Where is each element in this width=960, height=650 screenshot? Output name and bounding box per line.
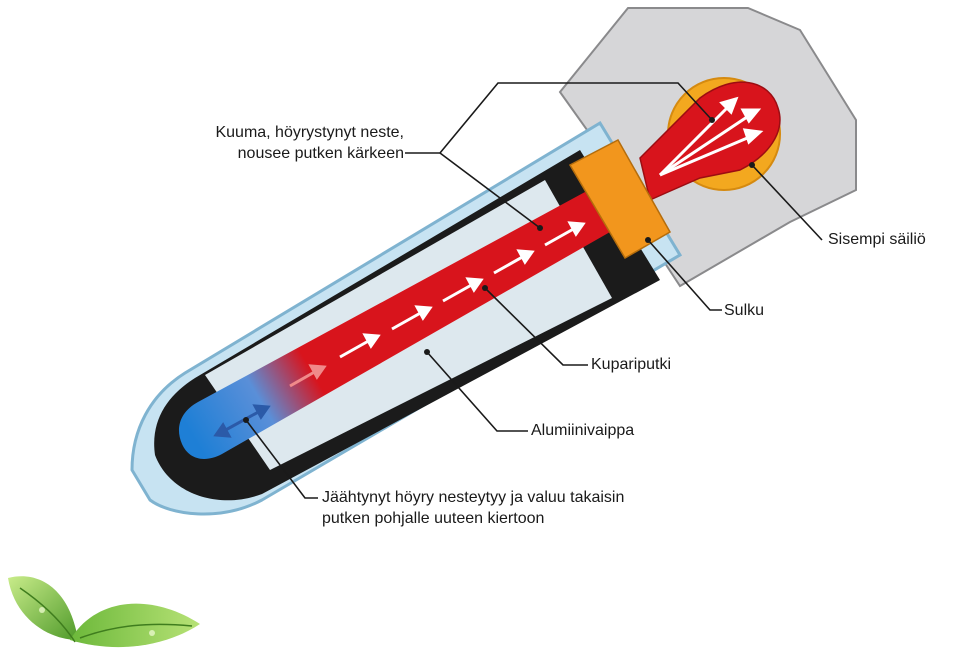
leader-hot-pipe <box>439 152 541 229</box>
label-cooled-line2: putken pohjalle uuteen kiertoon <box>322 510 545 527</box>
leader-dot-hot <box>537 225 543 231</box>
label-copper-pipe: Kupariputki <box>591 356 672 373</box>
label-inner-tank: Sisempi säiliö <box>828 231 926 248</box>
label-cooled-line1: Jäähtynyt höyry nesteytyy ja valuu takai… <box>322 489 625 506</box>
arrow-cool-2 <box>213 404 271 438</box>
leader-dot-cooled <box>243 417 249 423</box>
leader-alu <box>426 351 528 432</box>
arrow-up-5 <box>544 221 586 247</box>
arrow-tip-1 <box>659 108 762 177</box>
label-hot-vapor-line1: Kuuma, höyrystynyt neste, <box>215 124 404 141</box>
label-aluminium-jacket: Alumiinivaippa <box>531 422 635 439</box>
seal <box>568 139 672 260</box>
leader-inner-tank <box>751 164 823 241</box>
arrow-cool-1 <box>289 364 327 388</box>
flow-arrows-cool <box>213 364 327 438</box>
arrow-up-3 <box>442 277 484 303</box>
leader-lines <box>245 82 823 499</box>
leader-dot-inner <box>749 162 755 168</box>
arrow-up-2 <box>391 305 433 331</box>
leader-cooled <box>245 419 318 499</box>
arrow-up-4 <box>493 249 535 275</box>
label-cooled-vapor: Jäähtynyt höyry nesteytyy ja valuu takai… <box>322 487 624 529</box>
copper-pipe <box>178 192 611 459</box>
leader-copper <box>484 287 588 366</box>
leader-dot-copper <box>482 285 488 291</box>
leader-dot-seal <box>645 237 651 243</box>
arrow-tip-2 <box>658 96 739 177</box>
label-hot-vapor: Kuuma, höyrystynyt neste, nousee putken … <box>214 122 404 164</box>
leader-dot-tip <box>709 117 715 123</box>
leader-hot <box>405 82 713 154</box>
label-seal: Sulku <box>724 302 765 319</box>
arrow-up-1 <box>339 333 381 359</box>
leader-seal <box>647 239 722 311</box>
flow-arrows <box>339 96 764 359</box>
label-hot-vapor-line2: nousee putken kärkeen <box>237 145 404 162</box>
leader-dot-alu <box>424 349 430 355</box>
arrow-tip-3 <box>659 128 764 177</box>
leaf-icon <box>8 576 200 648</box>
